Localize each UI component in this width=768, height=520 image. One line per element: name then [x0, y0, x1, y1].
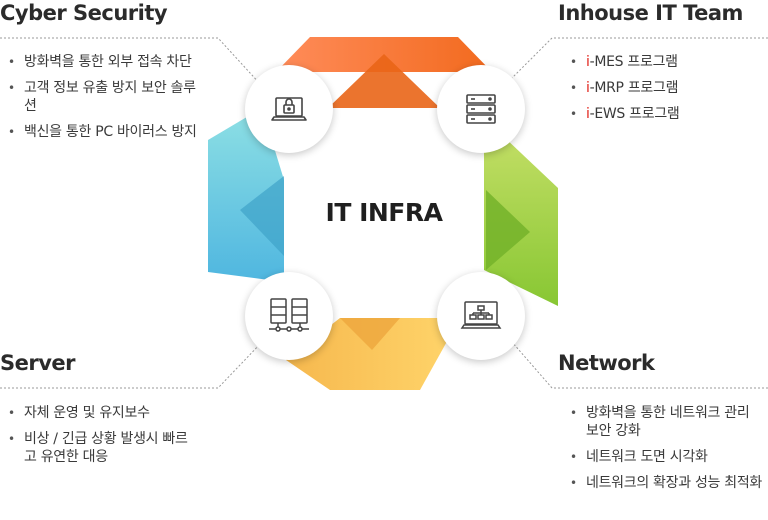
item-prefix: i: [586, 106, 590, 122]
inhouse-it-team-node: [437, 65, 525, 153]
server-rack-icon: [461, 89, 501, 129]
item-text: -MES 프로그램: [589, 54, 678, 70]
laptop-lock-icon: [269, 89, 309, 129]
center-title: IT INFRA: [325, 198, 443, 227]
ring-segment-right-shade: [486, 190, 530, 270]
cyber-security-list: 방화벽을 통한 외부 접속 차단 고객 정보 유출 방지 보안 솔루션 백신을 …: [6, 53, 206, 149]
item-text: -MRP 프로그램: [589, 80, 679, 96]
list-item: i-EWS 프로그램: [568, 105, 758, 123]
inhouse-it-team-list: i-MES 프로그램 i-MRP 프로그램 i-EWS 프로그램: [568, 53, 758, 131]
ring-segment-bottom: [286, 318, 460, 390]
ring-segment-right: [484, 118, 558, 306]
item-text: -EWS 프로그램: [589, 106, 680, 122]
list-item: 백신을 통한 PC 바이러스 방지: [6, 123, 206, 141]
item-prefix: i: [586, 80, 590, 96]
list-item: 방화벽을 통한 외부 접속 차단: [6, 53, 206, 71]
server-title: Server: [0, 351, 76, 375]
server-node: [245, 272, 333, 360]
ring-segment-left-shade: [240, 176, 284, 256]
list-item: i-MRP 프로그램: [568, 79, 758, 97]
ring-segment-left: [208, 108, 284, 282]
server-network-icon: [267, 296, 311, 336]
network-node: [437, 272, 525, 360]
item-prefix: i: [586, 54, 590, 70]
connector-lines: [0, 37, 768, 389]
ring-segment-top-shade: [328, 54, 440, 108]
network-list: 방화벽을 통한 네트워크 관리 보안 강화 네트워크 도면 시각화 네트워크의 …: [568, 404, 762, 500]
list-item: 네트워크 도면 시각화: [568, 448, 762, 466]
cyber-security-node: [245, 65, 333, 153]
list-item: 방화벽을 통한 네트워크 관리 보안 강화: [568, 404, 762, 440]
network-title: Network: [558, 351, 655, 375]
list-item: 고객 정보 유출 방지 보안 솔루션: [6, 79, 206, 115]
list-item: 비상 / 긴급 상황 발생시 빠르고 유연한 대응: [6, 430, 196, 466]
server-list: 자체 운영 및 유지보수 비상 / 긴급 상황 발생시 빠르고 유연한 대응: [6, 404, 196, 474]
list-item: 네트워크의 확장과 성능 최적화: [568, 474, 762, 492]
inhouse-it-team-title: Inhouse IT Team: [558, 1, 743, 25]
monitor-network-icon: [460, 296, 502, 336]
ring-segment-bottom-shade: [340, 318, 400, 350]
list-item: 자체 운영 및 유지보수: [6, 404, 196, 422]
infra-ring: [208, 37, 558, 390]
cyber-security-title: Cyber Security: [0, 1, 168, 25]
list-item: i-MES 프로그램: [568, 53, 758, 71]
